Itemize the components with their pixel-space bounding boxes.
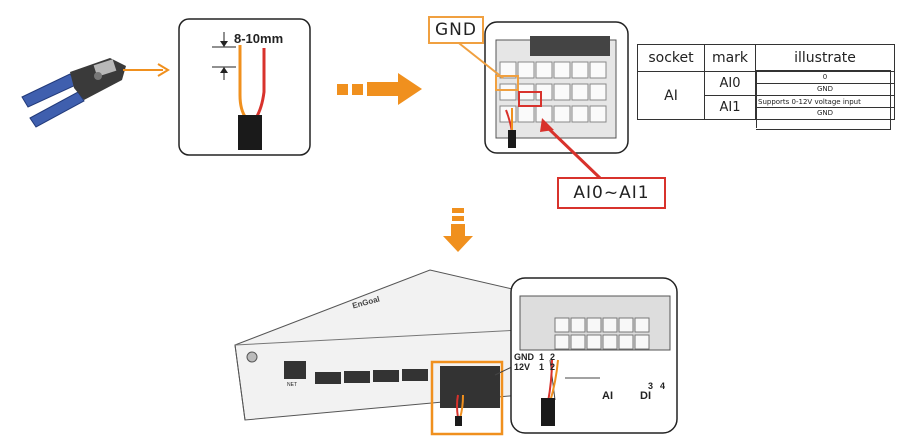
- mark-ai1: AI1: [704, 95, 756, 120]
- connector-panel: [484, 21, 629, 154]
- detail-col2-top: 2: [550, 352, 556, 362]
- process-arrow-right-icon: [337, 73, 422, 105]
- detail-di-section: DI: [640, 390, 651, 402]
- header-illustrate: illustrate: [755, 44, 895, 72]
- net-port-label: NET: [287, 382, 297, 388]
- gnd-callout: GND: [428, 16, 484, 44]
- table-divider: [756, 70, 757, 128]
- crimping-tool-icon: [21, 58, 126, 128]
- detail-col2-bottom: 2: [550, 362, 556, 372]
- pin-description: Supports 0-12V voltage input: [758, 98, 890, 106]
- detail-gnd: GND: [514, 352, 534, 362]
- detail-di-pin-3: 3: [648, 381, 654, 391]
- arrow-to-wire-icon: [123, 63, 170, 77]
- detail-pin-labels: GND 12V: [514, 352, 534, 372]
- detail-bubble: [510, 277, 678, 434]
- detail-ai-section: AI: [602, 390, 613, 402]
- detail-12v: 12V: [514, 362, 531, 372]
- header-mark: mark: [704, 44, 756, 72]
- pin-info-table: socket mark illustrate AI AI0 0 GND AI1 …: [637, 44, 895, 120]
- ai0-pin-label: GND: [755, 83, 895, 96]
- strip-length-label: 8-10mm: [234, 31, 284, 46]
- mark-ai0: AI0: [704, 71, 756, 96]
- process-arrow-down-icon: [443, 208, 473, 252]
- gnd-leader-line: [454, 39, 504, 79]
- header-socket: socket: [637, 44, 705, 72]
- ai1-pin-label: GND: [755, 107, 895, 120]
- detail-col1-bottom: 1: [539, 362, 545, 372]
- wire-strip-panel: [178, 18, 311, 156]
- ai-range-callout: AI0~AI1: [557, 177, 666, 209]
- ai-leader-line: [546, 126, 602, 180]
- ai0-pin-number: 0: [755, 71, 895, 84]
- detail-col1-top: 1: [539, 352, 545, 362]
- detail-di-pin-4: 4: [660, 381, 666, 391]
- socket-cell: AI: [637, 71, 705, 120]
